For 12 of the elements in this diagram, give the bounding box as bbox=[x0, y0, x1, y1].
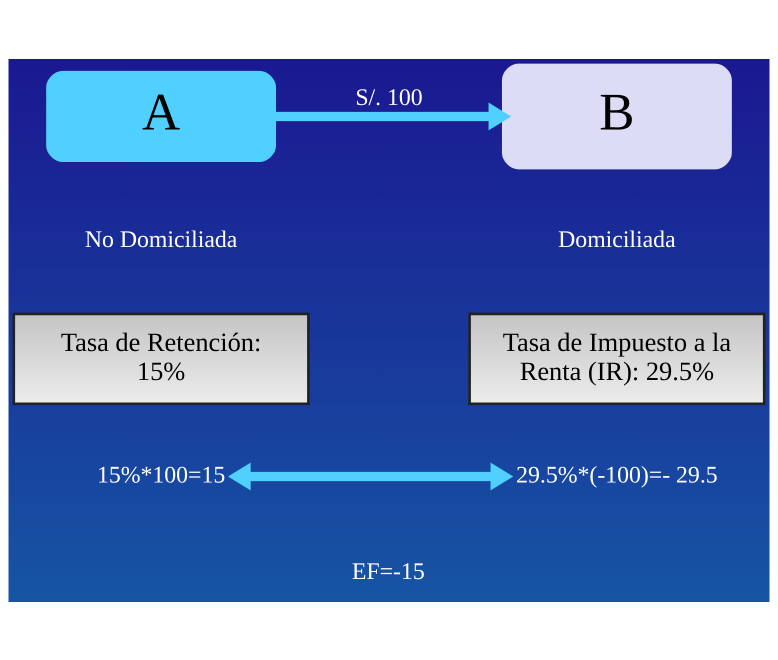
node-text: 15%*100=15 bbox=[96, 462, 226, 488]
node-label: Domiciliada bbox=[558, 226, 676, 253]
node-box: B bbox=[502, 63, 732, 169]
arrow bbox=[228, 462, 514, 490]
label: EF=-15 bbox=[352, 558, 425, 584]
arrow bbox=[276, 102, 512, 130]
node-box: Tasa de Impuesto a la Renta (IR): 29.5% bbox=[468, 312, 766, 405]
node-box: Tasa de Retención: 15% bbox=[12, 312, 310, 405]
edge-label: S/. 100 bbox=[355, 84, 423, 111]
node-label: No Domiciliada bbox=[84, 226, 238, 253]
node-box: A bbox=[46, 70, 276, 162]
node-text: 29.5%*(-100)=- 29.5 bbox=[516, 462, 718, 488]
